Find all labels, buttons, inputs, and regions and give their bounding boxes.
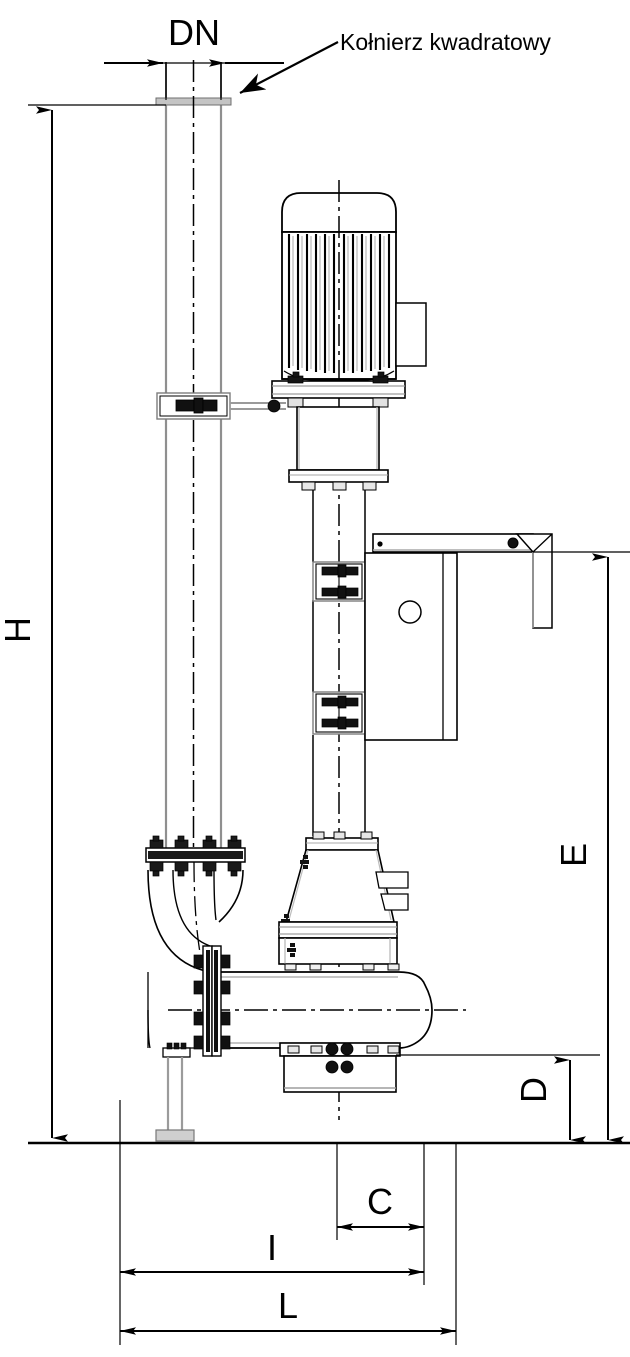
dim-label-C: C <box>367 1181 393 1222</box>
discharge-pipe <box>164 62 223 848</box>
dim-C: C <box>337 1181 424 1231</box>
dim-label-L: L <box>278 1285 298 1326</box>
pump-base-plate <box>279 1042 401 1093</box>
dim-H: H <box>0 106 68 1142</box>
motor-base-flange <box>271 371 406 408</box>
support-box <box>364 552 458 741</box>
note-label-square-flange: Kołnierz kwadratowy <box>340 29 551 55</box>
dim-label-E: E <box>553 843 594 867</box>
dim-DN: DN <box>104 12 284 67</box>
suction-flange <box>193 945 231 1057</box>
support-leg <box>155 1042 195 1142</box>
shaft-coupling-lower <box>312 691 366 735</box>
mounting-bracket <box>372 533 553 629</box>
dim-label-DN: DN <box>168 12 220 53</box>
dim-label-D: D <box>513 1077 554 1103</box>
pump-cone-body <box>278 831 409 971</box>
dim-I: I <box>120 1227 424 1276</box>
note-square-flange: Kołnierz kwadratowy <box>239 29 551 94</box>
dim-label-H: H <box>0 617 38 643</box>
terminal-box <box>395 302 427 367</box>
extension-lines <box>28 62 630 1345</box>
lantern-adapter <box>288 406 389 491</box>
suction-top-flange <box>145 835 246 877</box>
dim-D: D <box>513 1056 586 1144</box>
dim-E: E <box>553 553 624 1144</box>
pipe-clamp <box>156 392 286 420</box>
dim-label-I: I <box>267 1227 277 1268</box>
shaft-coupling-upper <box>312 561 366 602</box>
dim-L: L <box>120 1285 456 1335</box>
